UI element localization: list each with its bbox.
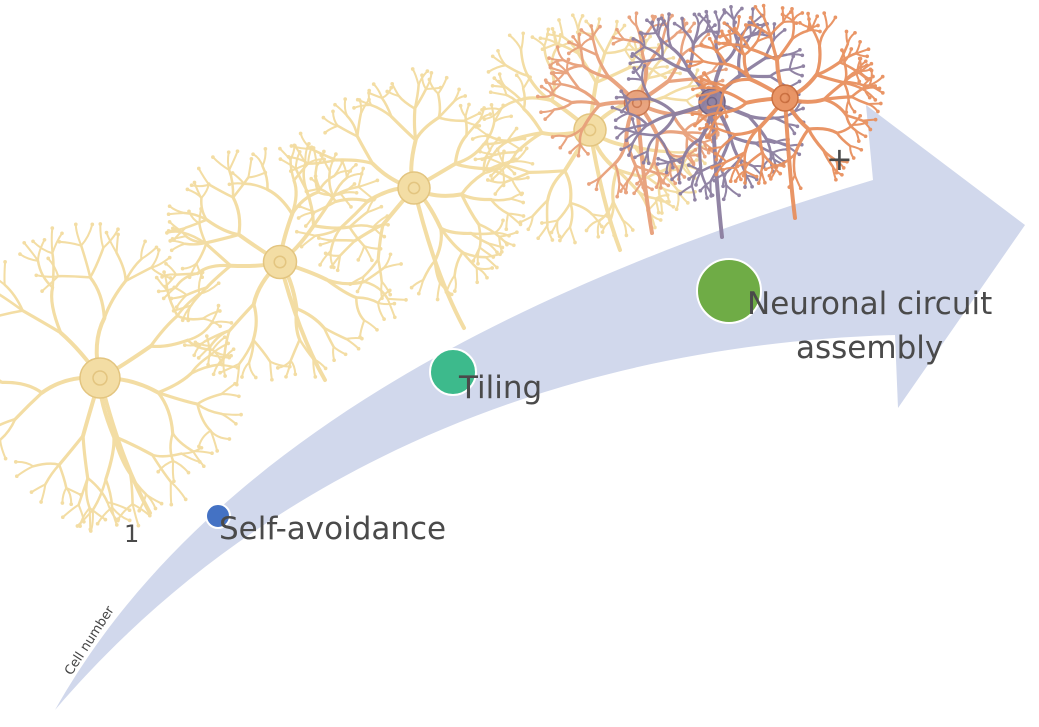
stage-label-circuit-line1: Neuronal circuit <box>747 282 992 326</box>
cell-count-start-label: 1 <box>124 520 139 548</box>
neuron-pair-left <box>157 142 408 386</box>
cell-count-more-label: + <box>826 140 853 178</box>
stage-label-self-avoidance: Self-avoidance <box>219 507 446 551</box>
stage-label-circuit-line2: assembly <box>747 326 992 370</box>
neuron-pair-right <box>287 67 535 328</box>
stage-label-circuit-assembly: Neuronal circuit assembly <box>747 282 992 370</box>
stage-label-tiling: Tiling <box>459 366 542 410</box>
